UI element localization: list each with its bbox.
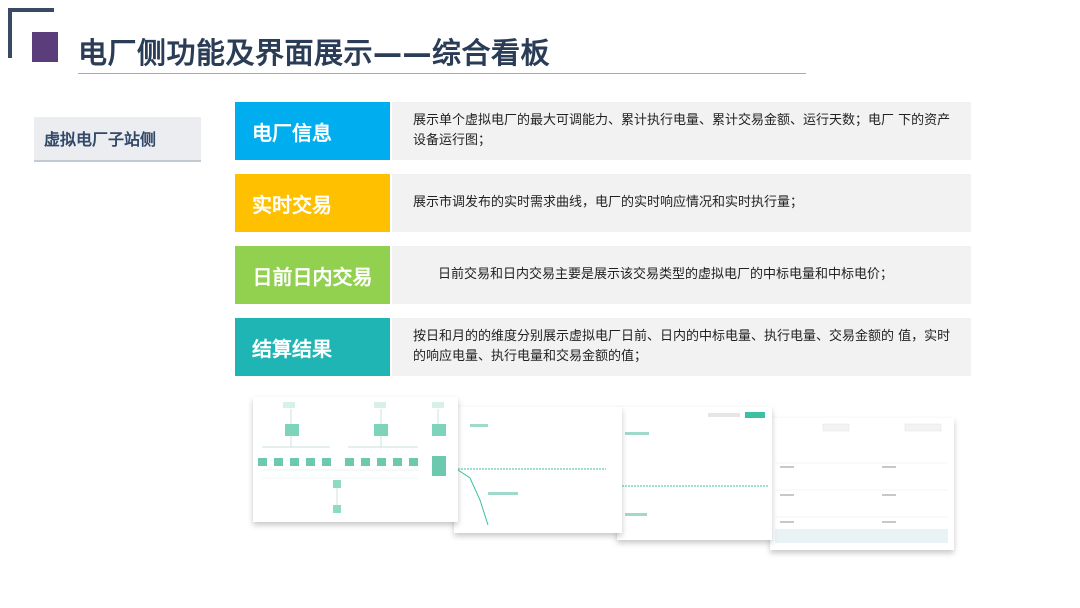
feature-description-day-ahead-intraday: 日前交易和日内交易主要是展示该交易类型的虚拟电厂的中标电量和中标电价；	[392, 246, 971, 304]
feature-row-day-ahead-intraday: 日前日内交易 日前交易和日内交易主要是展示该交易类型的虚拟电厂的中标电量和中标电…	[235, 246, 971, 304]
feature-row-settlement: 结算结果 按日和月的的维度分别展示虚拟电厂日前、日内的中标电量、执行电量、交易金…	[235, 318, 971, 376]
screenshot-settlement-table	[770, 418, 954, 550]
title-divider	[78, 73, 806, 74]
feature-description-realtime-trading: 展示市调发布的实时需求曲线，电厂的实时响应情况和实时执行量；	[392, 174, 971, 232]
feature-row-realtime-trading: 实时交易 展示市调发布的实时需求曲线，电厂的实时响应情况和实时执行量；	[235, 174, 971, 232]
screenshot-realtime-curve	[454, 407, 622, 533]
side-tab-label: 虚拟电厂子站侧	[44, 130, 157, 149]
side-tab-virtual-plant-substation[interactable]: 虚拟电厂子站侧	[34, 117, 201, 162]
screenshot-day-ahead-chart	[617, 407, 772, 540]
corner-logo-icon	[8, 8, 58, 62]
feature-description-settlement: 按日和月的的维度分别展示虚拟电厂日前、日内的中标电量、执行电量、交易金额的 值，…	[392, 318, 971, 376]
feature-label-realtime-trading[interactable]: 实时交易	[235, 174, 390, 232]
slide-title: 电厂侧功能及界面展示——综合看板	[78, 36, 551, 70]
screenshot-asset-topology	[253, 397, 458, 522]
feature-label-day-ahead-intraday[interactable]: 日前日内交易	[235, 246, 390, 304]
feature-label-settlement[interactable]: 结算结果	[235, 318, 390, 376]
feature-row-plant-info: 电厂信息 展示单个虚拟电厂的最大可调能力、累计执行电量、累计交易金额、运行天数；…	[235, 102, 971, 160]
feature-description-plant-info: 展示单个虚拟电厂的最大可调能力、累计执行电量、累计交易金额、运行天数；电厂 下的…	[392, 102, 971, 160]
feature-label-plant-info[interactable]: 电厂信息	[235, 102, 390, 160]
